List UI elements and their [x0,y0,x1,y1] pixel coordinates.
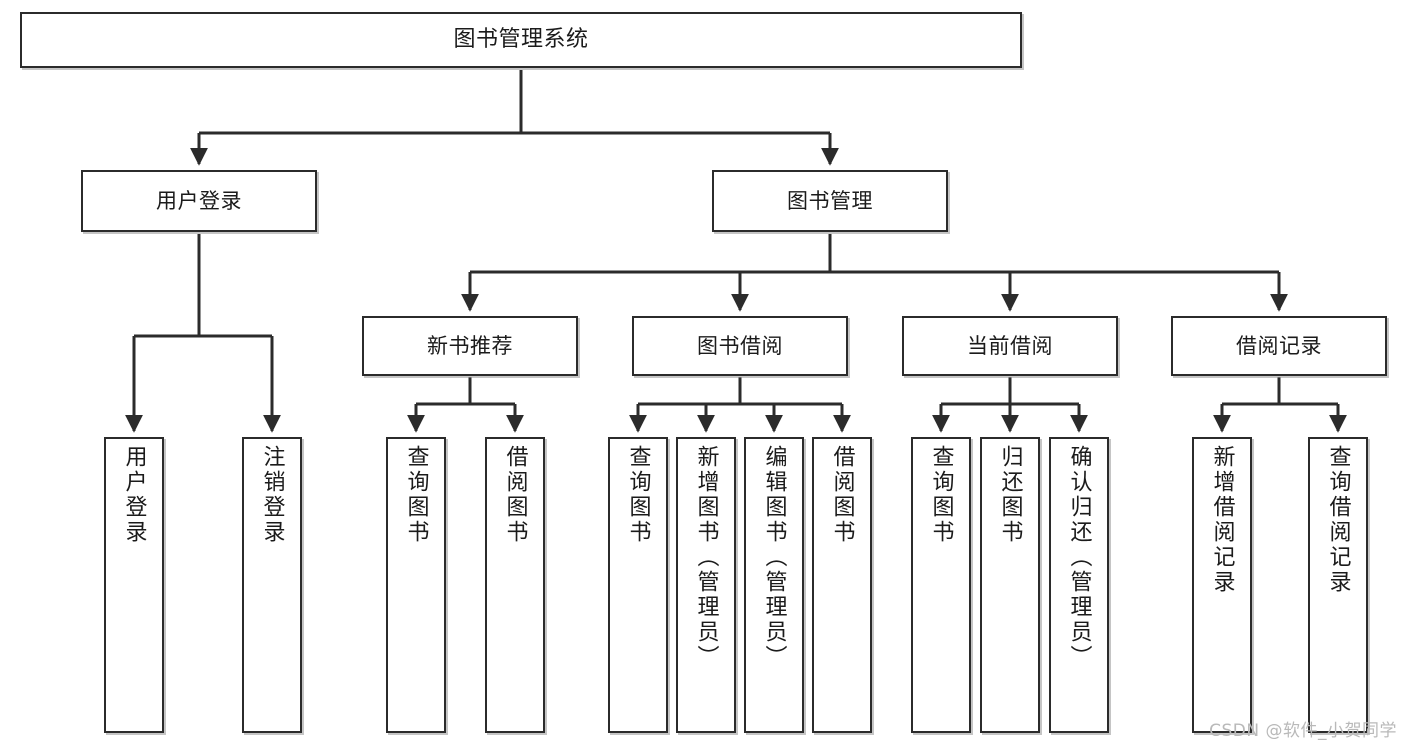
node-book-management[interactable]: 图书管理 [712,170,948,232]
leaf-book-borrow-add[interactable]: 新增图书（管理员） [676,437,736,733]
node-new-book-recommend[interactable]: 新书推荐 [362,316,578,376]
node-label: 图书管理 [787,188,873,213]
node-label: 借阅记录 [1236,333,1322,358]
leaf-book-borrow-borrow[interactable]: 借阅图书 [812,437,872,733]
node-label: 新增图书（管理员） [693,445,719,670]
leaf-user-login-signout[interactable]: 注销登录 [242,437,302,733]
node-label: 注销登录 [259,445,285,545]
node-borrow-record[interactable]: 借阅记录 [1171,316,1387,376]
node-label: 确认归还（管理员） [1066,445,1092,670]
node-label: 图书管理系统 [453,27,589,53]
leaf-current-borrow-return[interactable]: 归还图书 [980,437,1040,733]
node-current-borrow[interactable]: 当前借阅 [902,316,1118,376]
node-label: 查询图书 [403,445,429,545]
leaf-user-login-signin[interactable]: 用户登录 [104,437,164,733]
node-label: 借阅图书 [502,445,528,545]
node-label: 图书借阅 [697,333,783,358]
node-label: 用户登录 [156,188,242,213]
node-label: 查询图书 [625,445,651,545]
node-label: 新增借阅记录 [1209,445,1235,595]
node-label: 查询图书 [928,445,954,545]
node-label: 查询借阅记录 [1325,445,1351,595]
leaf-new-book-query[interactable]: 查询图书 [386,437,446,733]
node-label: 用户登录 [121,445,147,545]
node-user-login[interactable]: 用户登录 [81,170,317,232]
node-label: 归还图书 [997,445,1023,545]
node-label: 编辑图书（管理员） [761,445,787,670]
node-book-borrow[interactable]: 图书借阅 [632,316,848,376]
node-label: 当前借阅 [967,333,1053,358]
leaf-book-borrow-edit[interactable]: 编辑图书（管理员） [744,437,804,733]
leaf-borrow-record-query[interactable]: 查询借阅记录 [1308,437,1368,733]
leaf-book-borrow-query[interactable]: 查询图书 [608,437,668,733]
node-label: 借阅图书 [829,445,855,545]
node-label: 新书推荐 [427,333,513,358]
leaf-current-borrow-query[interactable]: 查询图书 [911,437,971,733]
node-root-system[interactable]: 图书管理系统 [20,12,1022,68]
leaf-new-book-borrow[interactable]: 借阅图书 [485,437,545,733]
leaf-borrow-record-add[interactable]: 新增借阅记录 [1192,437,1252,733]
leaf-current-borrow-confirm-return[interactable]: 确认归还（管理员） [1049,437,1109,733]
